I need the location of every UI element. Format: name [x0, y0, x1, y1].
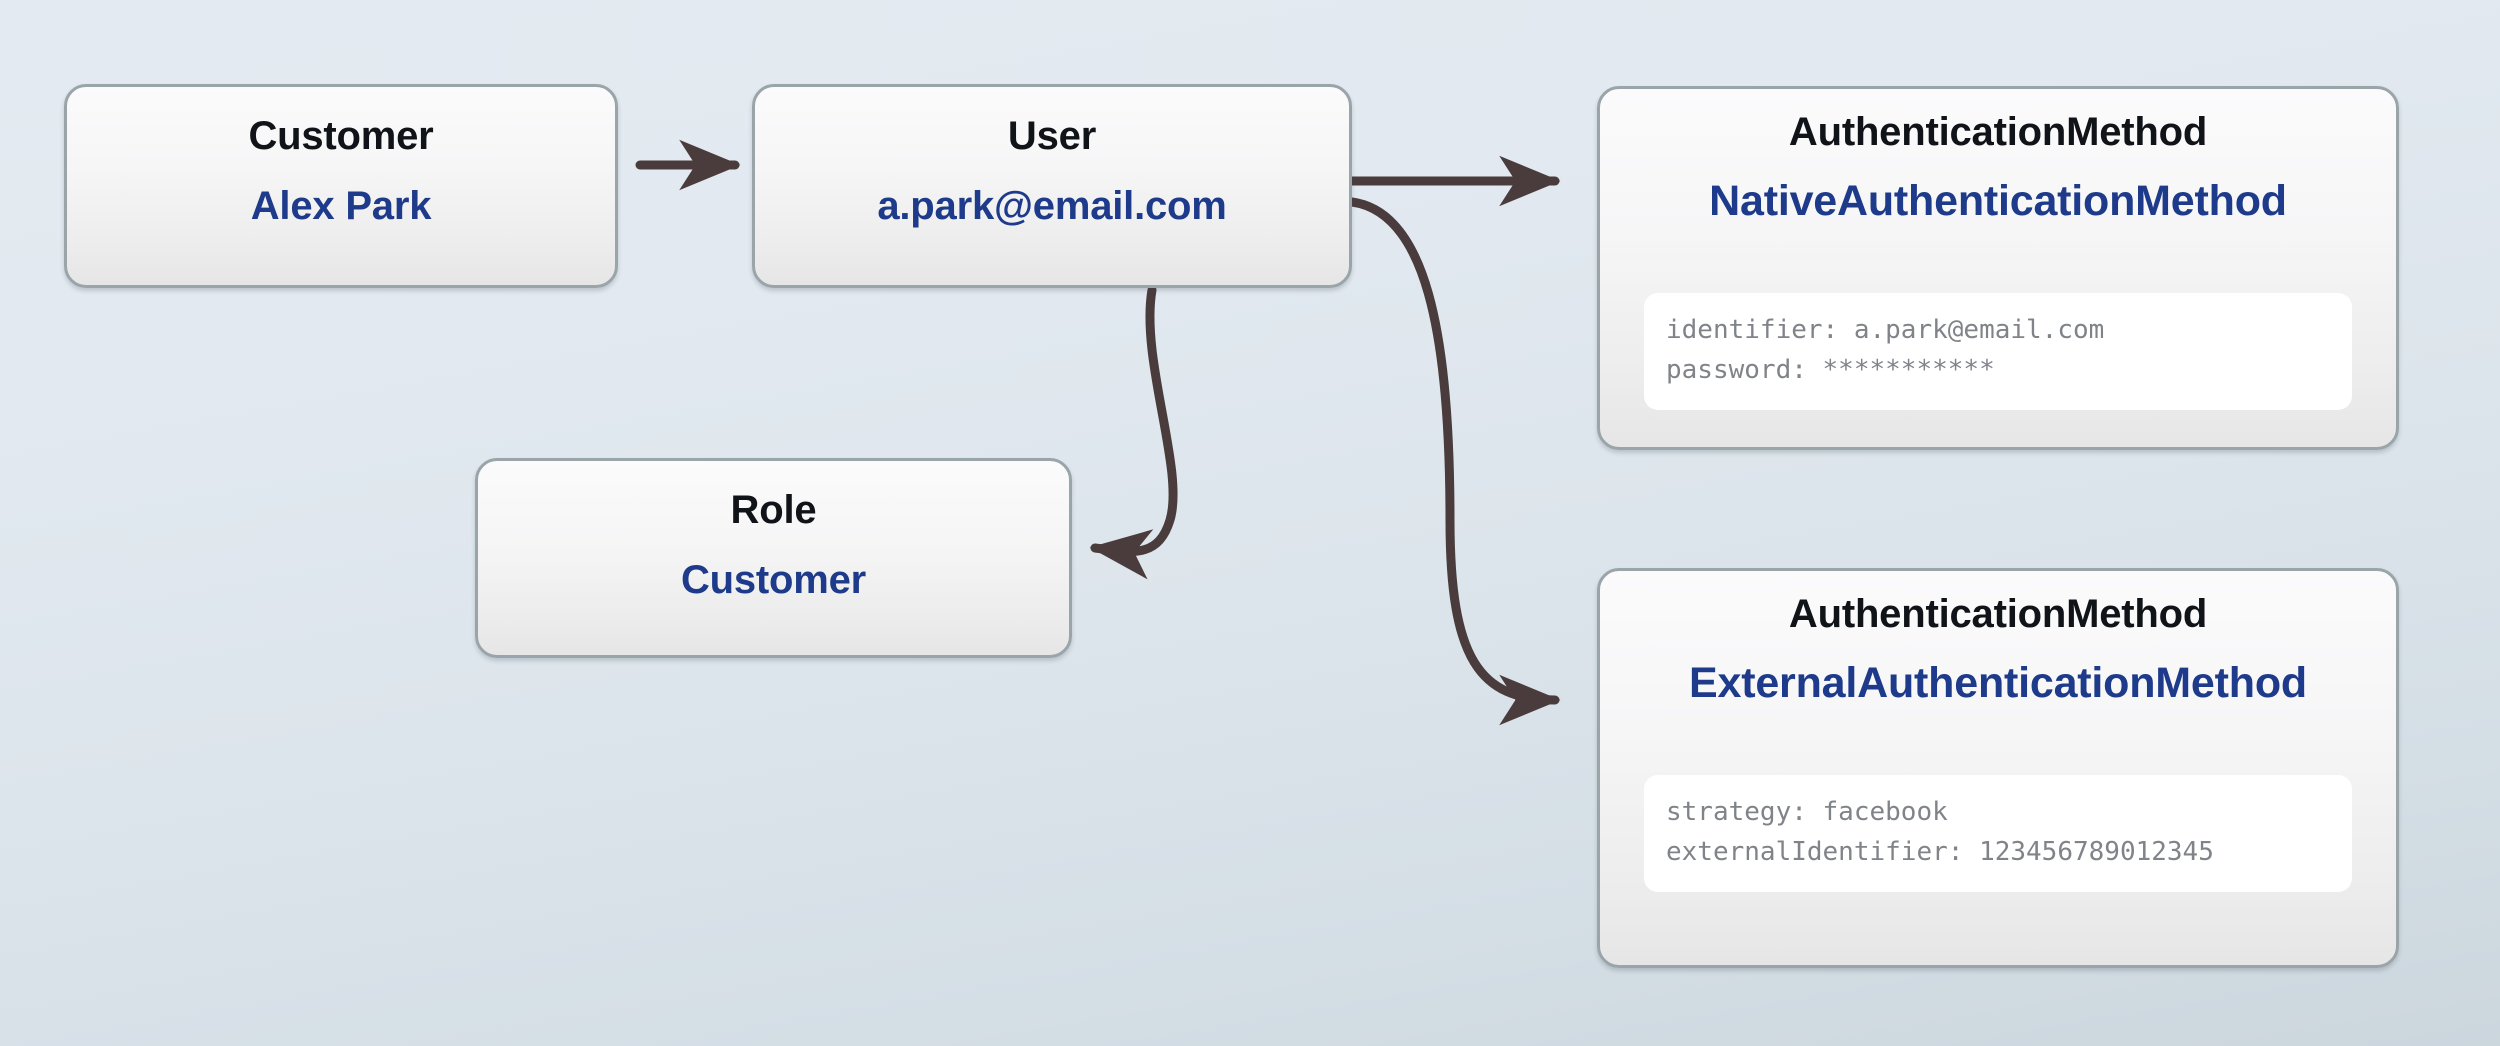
property-line: externalIdentifier: 123456789012345: [1666, 836, 2214, 867]
node-native-auth[interactable]: AuthenticationMethod NativeAuthenticatio…: [1597, 86, 2399, 450]
node-native-auth-value: NativeAuthenticationMethod: [1709, 177, 2287, 225]
node-native-auth-type: AuthenticationMethod: [1788, 110, 2208, 154]
node-customer-value: Alex Park: [250, 184, 432, 228]
node-external-auth[interactable]: AuthenticationMethod ExternalAuthenticat…: [1597, 568, 2399, 968]
node-customer[interactable]: Customer Alex Park: [64, 84, 618, 288]
node-role[interactable]: Role Customer: [475, 458, 1072, 658]
property-line: password: ***********: [1666, 354, 1995, 385]
node-external-auth-type: AuthenticationMethod: [1788, 592, 2208, 636]
node-user-value: a.park@email.com: [877, 184, 1227, 228]
property-line: identifier: a.park@email.com: [1666, 315, 2105, 345]
edge-user-to-external-auth: [1347, 197, 1561, 726]
node-external-auth-properties: strategy: facebook externalIdentifier: 1…: [1644, 775, 2352, 893]
node-role-value: Customer: [680, 558, 867, 602]
node-native-auth-properties: identifier: a.park@email.com password: *…: [1644, 293, 2352, 411]
node-user[interactable]: User a.park@email.com: [752, 84, 1352, 288]
node-user-type: User: [1007, 114, 1097, 158]
node-external-auth-value: ExternalAuthenticationMethod: [1689, 659, 2307, 707]
edge-user-to-role: [1089, 285, 1178, 580]
property-line: strategy: facebook: [1666, 797, 1948, 827]
node-role-type: Role: [730, 488, 817, 532]
node-customer-type: Customer: [248, 114, 434, 158]
